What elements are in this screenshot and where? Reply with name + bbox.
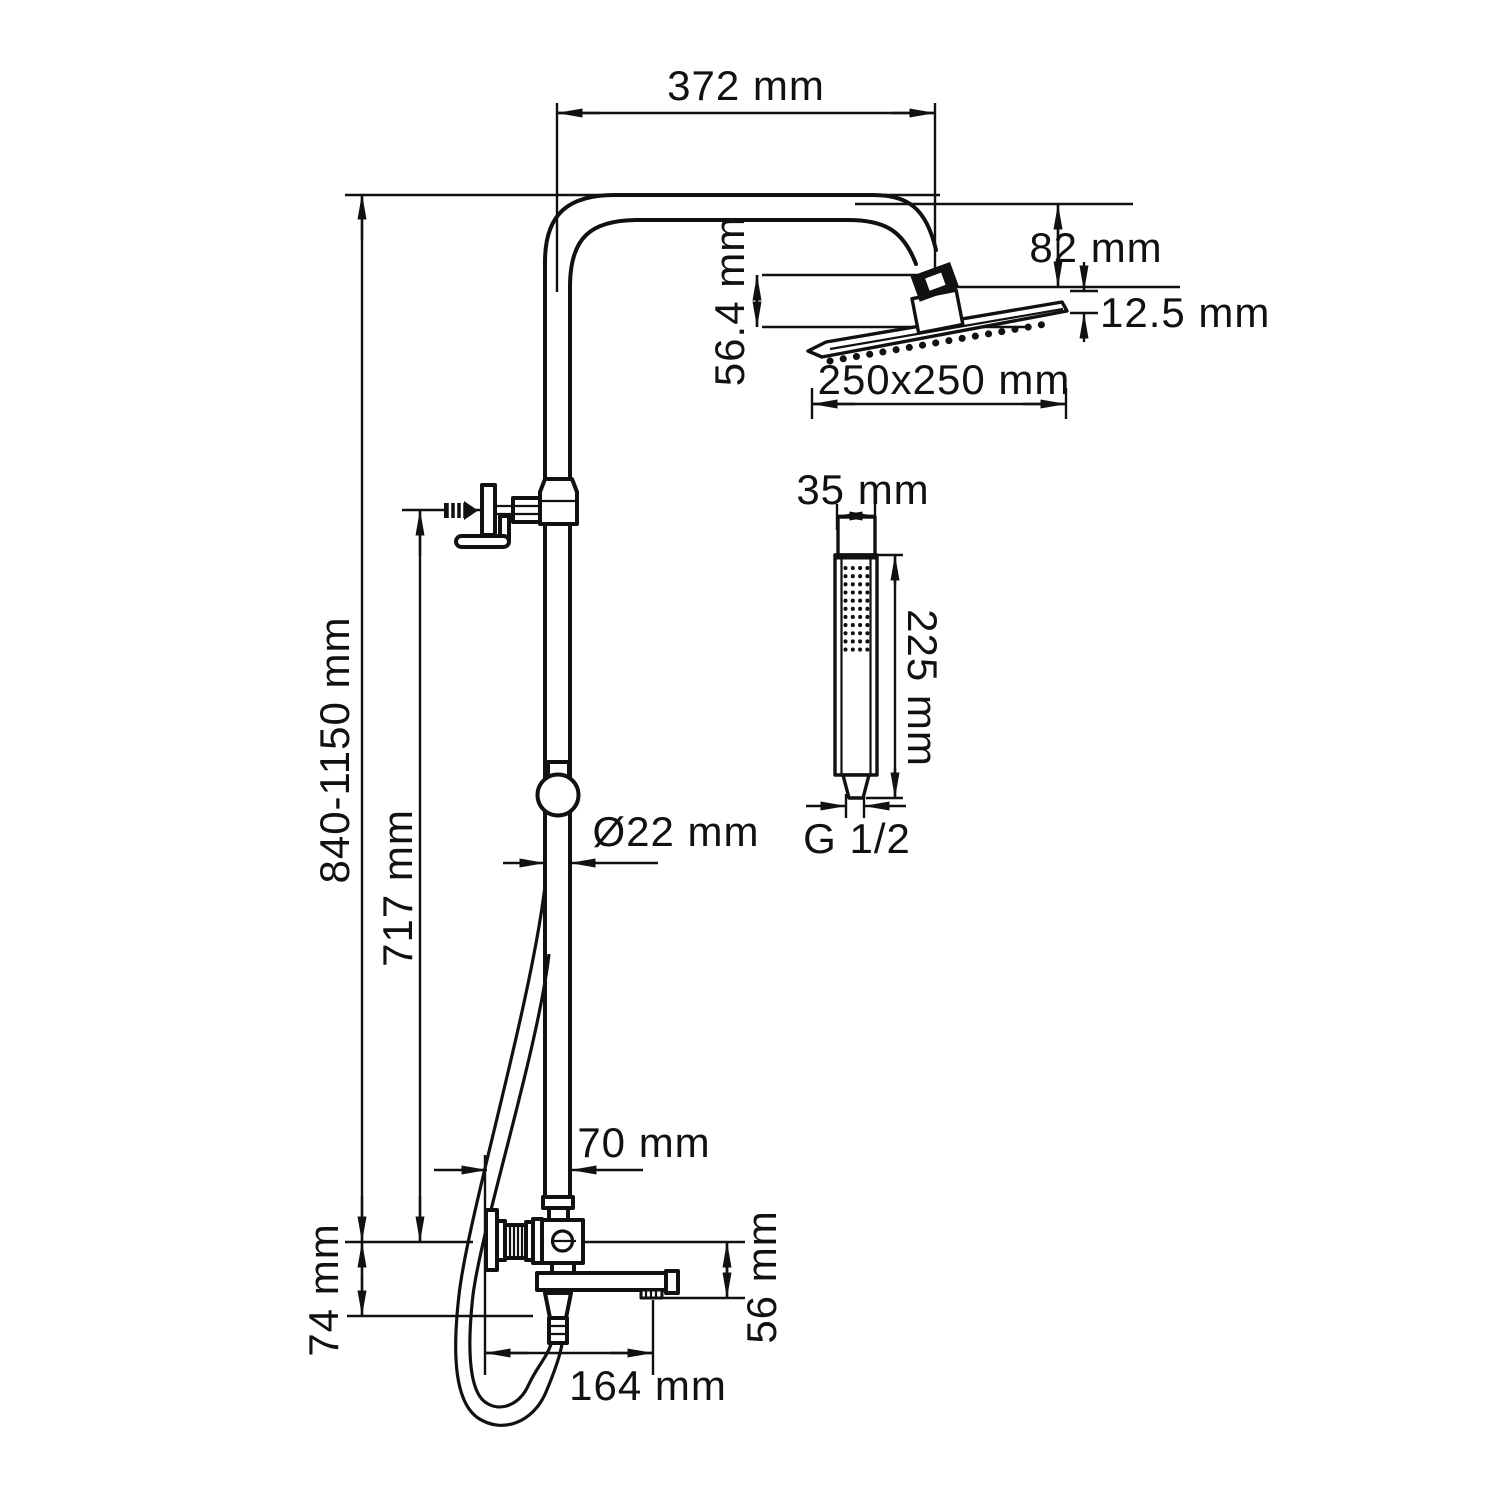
label-thread: G 1/2 xyxy=(803,815,911,862)
dimension-lines xyxy=(357,108,1089,1358)
shower-column-pipe xyxy=(543,258,572,1199)
label-mixer-offset: 70 mm xyxy=(577,1119,710,1166)
ball-joint-icon xyxy=(910,262,960,302)
bracket-tube xyxy=(511,496,542,524)
hose-outlet-cone xyxy=(543,1291,573,1320)
label-column-height: 840-1150 mm xyxy=(311,616,358,883)
hand-shower-hook xyxy=(454,534,511,549)
label-spout-drop: 56 mm xyxy=(738,1210,785,1343)
label-head-thickness: 12.5 mm xyxy=(1100,289,1270,336)
mixer-handle xyxy=(503,1223,528,1260)
label-pipe-diameter: Ø22 mm xyxy=(592,808,759,855)
wall-bracket xyxy=(444,477,579,549)
hand-shower-wand xyxy=(833,515,879,800)
label-handshower-length: 225 mm xyxy=(899,609,946,767)
label-handshower-width: 35 mm xyxy=(796,466,929,513)
label-mixer-drop: 74 mm xyxy=(300,1223,347,1356)
wall-anchor-screw xyxy=(444,501,478,520)
shower-arm xyxy=(543,193,938,289)
extension-lines xyxy=(345,103,1180,1375)
label-spout-reach: 164 mm xyxy=(569,1362,727,1409)
label-bracket-height: 717 mm xyxy=(374,809,421,967)
hand-shower-nozzles xyxy=(843,566,870,652)
dimension-labels: 372 mm 82 mm 12.5 mm 56.4 mm 250x250 mm … xyxy=(300,62,1270,1409)
label-head-size: 250x250 mm xyxy=(818,356,1071,403)
label-head-offset: 56.4 mm xyxy=(706,216,753,386)
bath-spout xyxy=(535,1269,680,1300)
head-nozzles xyxy=(826,320,1050,365)
bracket-flange xyxy=(480,483,497,537)
wand-connector-nut xyxy=(836,515,877,557)
label-head-drop: 82 mm xyxy=(1029,224,1162,271)
slider-knob xyxy=(535,760,581,818)
shower-hose xyxy=(454,885,564,1427)
wand-thread-nipple xyxy=(841,773,871,800)
hose-nut xyxy=(547,1316,569,1345)
rain-shower-head xyxy=(806,262,1069,365)
mixer-unit xyxy=(484,1195,680,1345)
label-arm-reach: 372 mm xyxy=(667,62,825,109)
